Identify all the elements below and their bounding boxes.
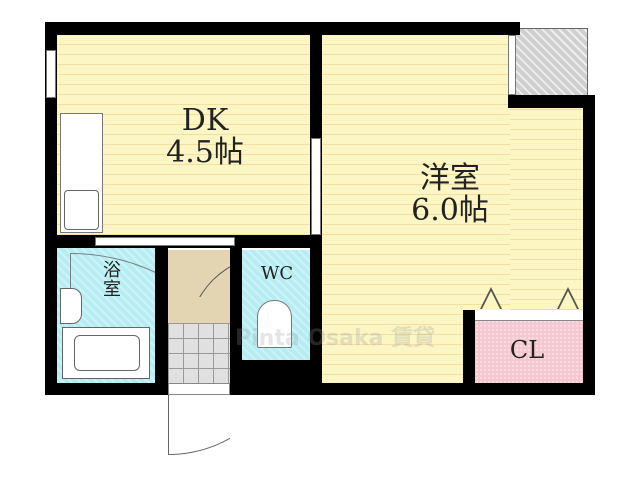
- closet-label: CL: [509, 336, 545, 364]
- closet-floor: [475, 320, 583, 383]
- dk-name: DK: [181, 103, 229, 138]
- wall-bath: [155, 247, 168, 383]
- wall-bottom: [45, 383, 595, 395]
- wall-wc: [230, 247, 242, 383]
- wall-top: [45, 22, 520, 35]
- western-room-label: 洋室 6.0帖: [380, 163, 520, 226]
- bathtub-inner: [74, 335, 140, 371]
- wall-balcony: [508, 95, 595, 108]
- balcony: [515, 28, 588, 96]
- washbasin-icon: [60, 288, 82, 324]
- sliding-door-dk-western: [311, 138, 321, 235]
- entrance-tiles: [168, 323, 230, 383]
- wall-right: [583, 95, 595, 395]
- window-dk: [46, 50, 56, 98]
- dk-label: DK 4.5帖: [140, 105, 270, 168]
- bath-label-top: 浴: [103, 260, 121, 281]
- wall-wc-bottom: [242, 360, 310, 383]
- kitchen-sink-icon: [64, 190, 99, 230]
- wall-closet: [463, 310, 475, 383]
- closet-shelf: [475, 310, 583, 321]
- entrance-opening: [168, 383, 230, 395]
- closet-door-left-fill: [482, 291, 500, 309]
- toilet-icon: [257, 300, 292, 348]
- western-room-size: 6.0帖: [411, 192, 489, 228]
- wall-left: [45, 22, 57, 395]
- dk-size: 4.5帖: [166, 134, 244, 170]
- bath-label: 浴 室: [95, 260, 129, 300]
- closet-door-right-fill: [559, 291, 577, 309]
- window-balcony: [508, 35, 516, 95]
- bath-label-bottom: 室: [103, 278, 121, 300]
- sliding-door-dk-hall: [95, 237, 235, 246]
- watermark: Pinta Osaka 賃貸: [235, 326, 436, 351]
- western-room-name: 洋室: [420, 161, 480, 196]
- wc-label: WC: [260, 263, 294, 284]
